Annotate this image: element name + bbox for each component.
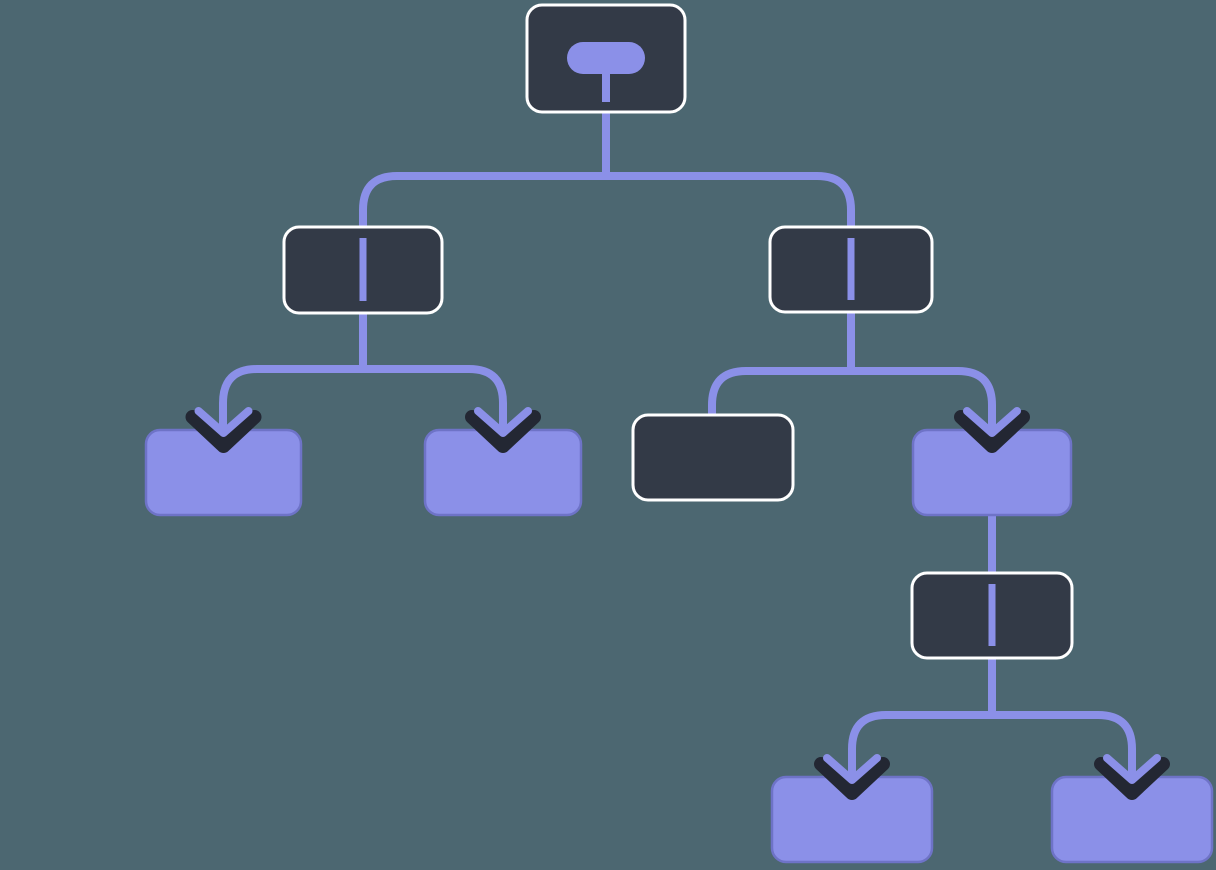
arrow-down-icon — [185, 407, 262, 453]
edge-right-split-rail — [708, 367, 996, 433]
split-node-right — [768, 225, 934, 314]
arrow-purple-chevron — [1103, 754, 1161, 784]
divider-placeholder — [988, 584, 996, 646]
arrow-down-icon — [1094, 754, 1170, 800]
split-node-lower — [910, 571, 1074, 660]
arrow-dark-chevron — [185, 410, 262, 453]
divider-placeholder — [359, 238, 367, 301]
arrow-dark-chevron — [954, 410, 1030, 453]
root-node — [525, 3, 687, 114]
arrow-dark-chevron — [465, 410, 541, 453]
plain-dark-node — [631, 413, 795, 502]
split-node-left — [282, 225, 444, 315]
arrow-dark-chevron — [814, 757, 890, 800]
arrow-down-icon — [954, 407, 1030, 453]
arrow-purple-chevron — [194, 407, 253, 437]
connectors-layer — [219, 112, 1136, 780]
arrow-purple-chevron — [963, 407, 1021, 437]
divider-placeholder — [847, 238, 855, 300]
pill-stem — [602, 72, 610, 102]
edge-left-split-rail — [219, 365, 507, 433]
arrowheads-layer — [185, 407, 1170, 800]
arrow-dark-chevron — [1094, 757, 1170, 800]
edge-lower-split-rail — [848, 711, 1136, 780]
nodes-layer — [144, 3, 1214, 864]
arrow-purple-chevron — [823, 754, 881, 784]
pill-placeholder — [567, 42, 645, 74]
plain-dark-node-box — [631, 413, 795, 502]
arrow-down-icon — [814, 754, 890, 800]
arrow-down-icon — [465, 407, 541, 453]
arrow-purple-chevron — [474, 407, 532, 437]
edge-level1-rail — [359, 172, 855, 232]
